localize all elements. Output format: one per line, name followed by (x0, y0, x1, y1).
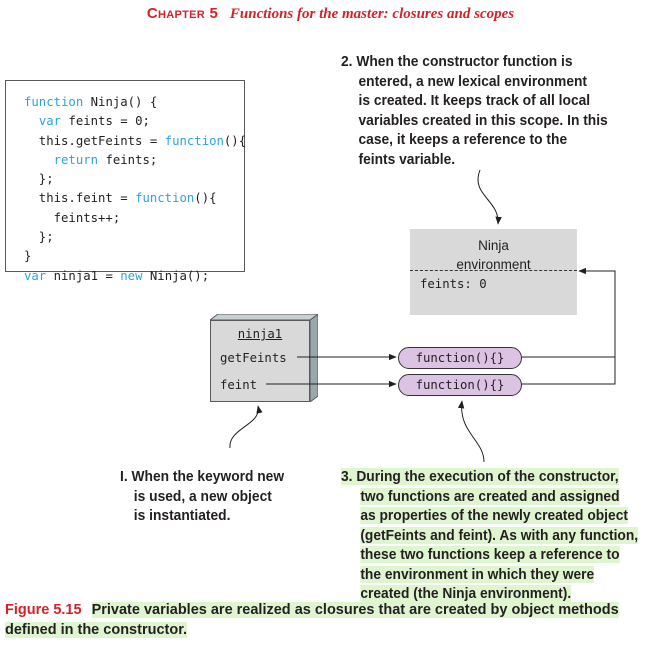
code-line: function Ninja() { (24, 95, 157, 109)
code-line: this.getFeints = function(){ (24, 134, 246, 148)
code-keyword: var (38, 114, 62, 129)
environment-variable: feints: 0 (420, 277, 487, 291)
callout-line: 2. When the constructor function is (341, 52, 608, 72)
chapter-title: Functions for the master: closures and s… (229, 6, 515, 22)
callout-text: is created. It keeps track of all local (358, 92, 591, 109)
code-token: } (24, 249, 32, 264)
code-keyword: return (53, 152, 99, 167)
code-keyword: function (24, 95, 84, 109)
callout-line: 3. During the execution of the construct… (341, 467, 638, 487)
callout-text: these two functions keep a reference to (360, 546, 620, 563)
code-line: var feints = 0; (24, 114, 150, 128)
code-token: feints++; (24, 210, 121, 225)
callout-line: these two functions keep a reference to (341, 545, 638, 565)
callout-text: 2. When the constructor function is (341, 53, 573, 70)
callout-line: is created. It keeps track of all local (341, 91, 608, 111)
callout-lexical-environment: 2. When the constructor function is enter… (341, 52, 608, 169)
caption-line2: defined in the constructor. (5, 622, 188, 638)
callout-text: two functions are created and assigned (360, 487, 620, 505)
callout-text: the environment in which they were (360, 565, 595, 583)
function-pill-feint: function(){} (398, 374, 522, 396)
code-line: } (24, 249, 31, 263)
callout-text: I. When the keyword new (120, 468, 285, 485)
environment-title: Ninja environment (410, 236, 577, 274)
chapter-header: Chapter 5 Functions for the master: clos… (0, 5, 661, 23)
chapter-label: Chapter 5 (146, 5, 219, 22)
code-token: feints; (98, 152, 158, 167)
code-token: }; (24, 230, 54, 245)
ninja1-object: ninja1 getFeints feint (210, 320, 310, 402)
code-keyword: function (135, 191, 195, 206)
code-line: return feints; (24, 152, 158, 167)
environment-title-line1: Ninja (478, 238, 509, 253)
code-line: }; (24, 230, 54, 244)
callout-text: 3. During the execution of the construct… (341, 468, 619, 485)
environment-divider (410, 270, 577, 271)
code-listing: function Ninja() { var feints = 0; this.… (5, 80, 246, 283)
callout2-arrow (477, 169, 502, 225)
code-keyword: var (24, 268, 47, 283)
ninja-environment-box: Ninja environment feints: 0 (410, 229, 577, 315)
callout-line: two functions are created and assigned (341, 487, 638, 507)
callout-line: variables created in this scope. In this (341, 111, 608, 131)
code-line: feints++; (24, 210, 121, 225)
code-token: }; (24, 172, 54, 187)
code-keyword: new (120, 268, 143, 283)
callout-line: is instantiated. (120, 506, 284, 526)
callout-line: is used, a new object (120, 487, 284, 507)
arrow-function1-to-environment (522, 267, 616, 358)
code-token: ninja1 = (46, 268, 121, 283)
callout-text: variables created in this scope. In this (358, 111, 608, 129)
code-line: }; (24, 172, 54, 186)
callout-line: case, it keeps a reference to the (341, 130, 608, 150)
code-token: (){ (194, 191, 217, 206)
code-keyword: function (164, 133, 224, 148)
code-line: this.feint = function(){ (24, 191, 217, 205)
callout-text: created (the Ninja environment). (360, 585, 572, 602)
object-name: ninja1 (237, 327, 283, 341)
callout-text: (getFeints and feint). As with any funct… (360, 526, 639, 544)
figure-number: Figure 5.15 (5, 602, 82, 618)
figure-caption: Figure 5.15 Private variables are realize… (5, 600, 656, 640)
callout-text: is instantiated. (133, 507, 231, 524)
object-property-getfeints: getFeints (220, 351, 287, 365)
code-token: Ninja() { (83, 95, 158, 109)
callout-text: case, it keeps a reference to the (358, 131, 568, 148)
code-token: feints = 0; (61, 114, 150, 129)
code-line: var ninja1 = new Ninja(); (24, 269, 209, 283)
callout-line: the environment in which they were (341, 565, 638, 585)
callout-line: I. When the keyword new (120, 467, 284, 487)
object-property-feint: feint (220, 378, 258, 392)
callout-text: feints variable. (358, 150, 456, 168)
callout-line: (getFeints and feint). As with any funct… (341, 526, 639, 546)
callout-functions-created: 3. During the execution of the construct… (341, 467, 639, 604)
callout-line: feints variable. (341, 150, 608, 170)
code-token: this.feint = (24, 191, 136, 206)
code-text: function Ninja() { var feints = 0; this.… (24, 93, 246, 286)
code-token: (){ (223, 133, 247, 148)
callout-line: entered, a new lexical environment (341, 72, 608, 92)
callout-text: as properties of the newly created objec… (360, 507, 628, 524)
callout-line: as properties of the newly created objec… (341, 506, 638, 526)
callout-text: entered, a new lexical environment (358, 72, 588, 90)
code-token: Ninja(); (142, 268, 210, 283)
line-function2-to-environment (522, 357, 616, 385)
callout1-arrow (229, 405, 263, 449)
environment-title-line2: environment (456, 257, 531, 272)
callout3-arrow (457, 400, 485, 463)
callout-text: is used, a new object (133, 487, 272, 505)
code-token: this.getFeints = (24, 133, 165, 148)
callout-new-object: I. When the keyword new is used, a new ob… (120, 467, 284, 526)
function-pill-getfeints: function(){} (398, 347, 522, 369)
callout-line: created (the Ninja environment). (341, 584, 638, 604)
caption-line1: Private variables are realized as closur… (91, 602, 619, 618)
